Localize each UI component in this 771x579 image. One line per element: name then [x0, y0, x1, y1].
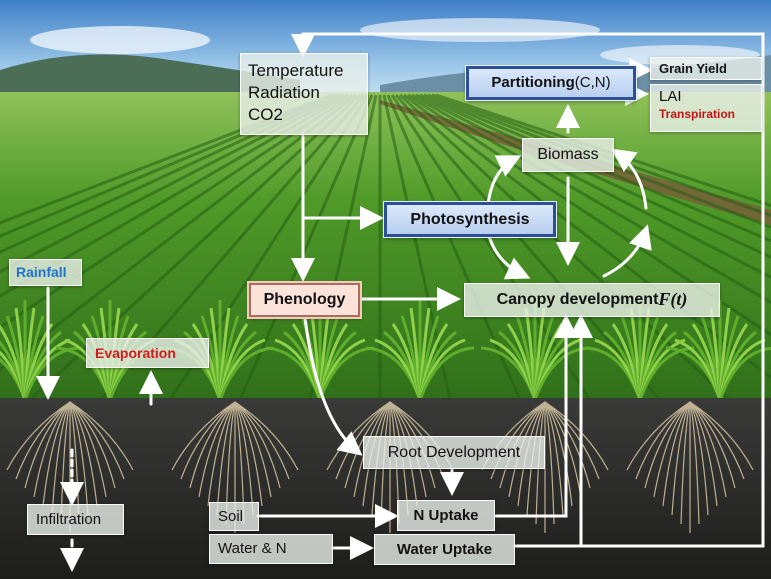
phenology-box: Phenology — [249, 283, 360, 317]
phenology-label: Phenology — [264, 290, 346, 309]
transpiration-label: Transpiration — [659, 107, 761, 121]
climate-radiation-label: Radiation — [248, 82, 367, 104]
lai-label: LAI — [659, 88, 761, 106]
n-uptake-label: N Uptake — [413, 507, 478, 525]
partitioning-box: Partitioning (C,N) — [466, 66, 636, 100]
biomass-box: Biomass — [522, 138, 614, 172]
canopy-development-label: Canopy development — [497, 290, 659, 309]
biomass-label: Biomass — [537, 145, 598, 164]
n-uptake-box: N Uptake — [397, 500, 495, 531]
water-uptake-label: Water Uptake — [397, 541, 492, 559]
lai-box: LAI Transpiration — [650, 84, 762, 132]
arrow-phenology-to-root — [305, 318, 358, 452]
rainfall-label: Rainfall — [16, 264, 67, 281]
arrow-water-uptake-to-canopy — [515, 320, 581, 546]
arrow-cycle-photosynthesis-canopy — [488, 232, 525, 276]
soil-box: Soil — [209, 502, 259, 531]
partitioning-suffix-label: (C,N) — [575, 74, 611, 92]
root-development-label: Root Development — [388, 443, 521, 462]
climate-co2-label: CO2 — [248, 104, 367, 126]
water-uptake-box: Water Uptake — [374, 534, 515, 565]
photosynthesis-label: Photosynthesis — [410, 210, 529, 229]
rainfall-box: Rainfall — [9, 259, 82, 286]
canopy-function-label: F(t) — [658, 289, 687, 311]
grain-yield-label: Grain Yield — [659, 61, 727, 77]
partitioning-label: Partitioning — [491, 74, 574, 92]
arrow-cycle-canopy-right — [604, 230, 646, 276]
evaporation-box: Evaporation — [86, 338, 209, 368]
grain-yield-box: Grain Yield — [650, 57, 762, 80]
soil-label: Soil — [218, 508, 243, 526]
climate-temperature-label: Temperature — [248, 60, 367, 82]
water-n-box: Water & N — [209, 534, 333, 564]
evaporation-label: Evaporation — [95, 345, 176, 362]
canopy-development-box: Canopy development F(t) — [464, 283, 720, 317]
arrow-cycle-biomass-right — [616, 152, 646, 208]
water-n-label: Water & N — [218, 540, 287, 558]
root-development-box: Root Development — [363, 436, 545, 469]
photosynthesis-box: Photosynthesis — [384, 202, 556, 237]
arrow-cycle-photosynthesis-biomass — [488, 158, 516, 205]
climate-drivers-box: Temperature Radiation CO2 — [240, 53, 368, 135]
infiltration-box: Infiltration — [27, 504, 124, 535]
infiltration-label: Infiltration — [36, 511, 101, 529]
arrow-n-uptake-to-canopy — [496, 320, 566, 516]
